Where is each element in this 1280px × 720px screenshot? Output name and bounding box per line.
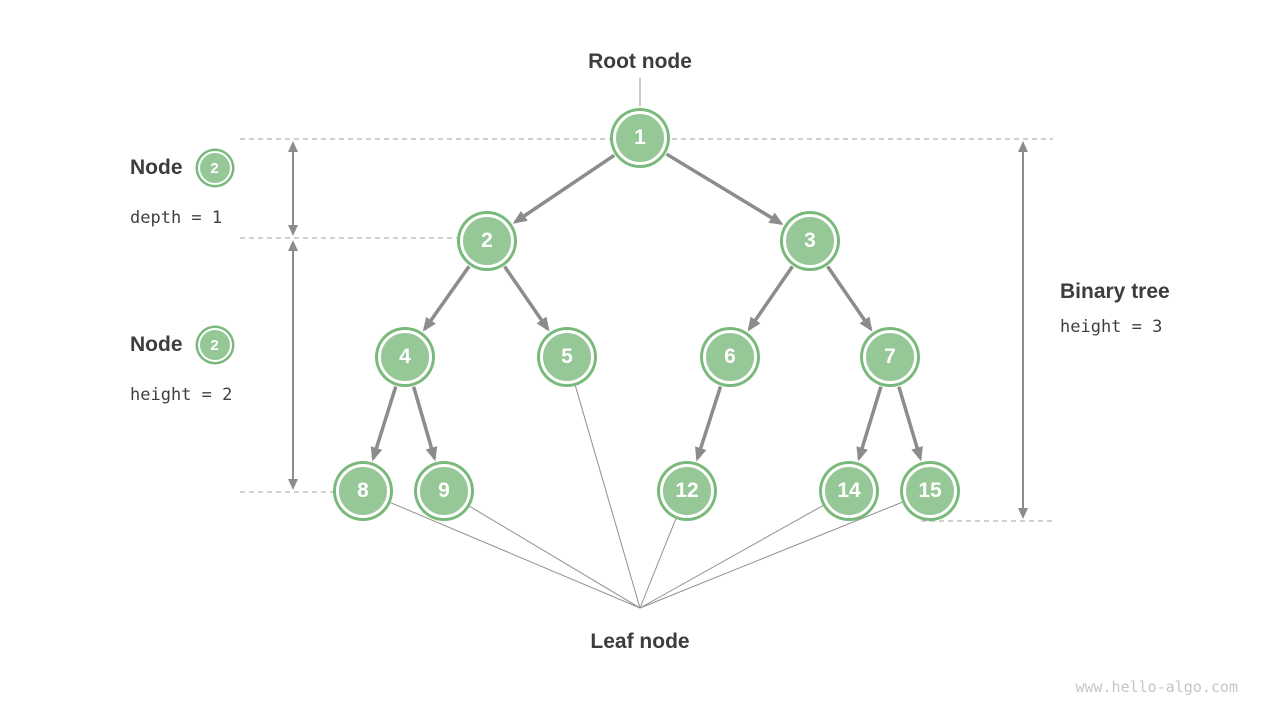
leaf-line-8 [390,502,641,609]
tree-node-9: 9 [417,464,471,518]
edge-7-15 [897,386,923,462]
edge-4-9 [411,386,438,462]
edge-6-12 [695,385,723,462]
tree-edges [370,152,923,462]
example-node-badge: 2 [197,328,232,362]
node-value: 1 [634,126,646,149]
tree-height-title: Binary tree [1060,280,1170,303]
edge-3-7 [826,265,873,332]
tree-height-caption: height = 3 [1060,317,1163,337]
tree-node-1: 1 [613,111,667,165]
height-example-title: Node [130,333,183,356]
edge-1-3 [665,152,784,225]
node-value: 7 [884,345,896,368]
tree-node-6: 6 [703,330,757,384]
node-value: 9 [438,479,450,502]
leaf-line-12 [639,518,677,609]
edge-1-2 [512,153,616,224]
edge-3-6 [747,265,794,332]
tree-node-12: 12 [660,464,714,518]
node-value: 4 [399,345,411,368]
node-value: 6 [724,345,736,368]
tree-node-8: 8 [336,464,390,518]
tree-node-5: 5 [540,330,594,384]
leaf-node-label: Leaf node [590,630,690,653]
leaf-connector-lines [390,385,903,609]
node-value: 2 [481,229,493,252]
height-example-annotation: Node 2 [130,323,232,367]
leaf-line-5 [574,385,641,609]
node-value: 3 [804,229,816,252]
leaf-line-14 [639,505,824,609]
node-value: 15 [918,479,942,502]
tree-node-2: 2 [460,214,514,268]
node-value: 14 [837,479,861,502]
tree-node-15: 15 [903,464,957,518]
tree-node-7: 7 [863,330,917,384]
height-example-caption: height = 2 [130,385,233,405]
leaf-line-9 [469,505,641,609]
depth-example-title: Node [130,156,183,179]
node-value: 8 [357,479,369,502]
edge-4-8 [370,386,398,462]
example-node-badge: 2 [197,151,232,185]
badge-value: 2 [210,336,219,354]
tree-node-4: 4 [378,330,432,384]
tree-node-14: 14 [822,464,876,518]
depth-example-annotation: Node 2 [130,146,232,190]
watermark: www.hello-algo.com [1075,678,1238,696]
tree-node-3: 3 [783,214,837,268]
depth-example-caption: depth = 1 [130,208,223,228]
node-value: 5 [561,345,573,368]
root-node-label: Root node [588,50,692,73]
badge-value: 2 [210,159,219,177]
node-value: 12 [675,479,699,502]
edge-7-14 [856,386,883,462]
edge-2-4 [422,265,471,332]
edge-2-5 [503,265,550,332]
leaf-line-15 [639,501,903,609]
